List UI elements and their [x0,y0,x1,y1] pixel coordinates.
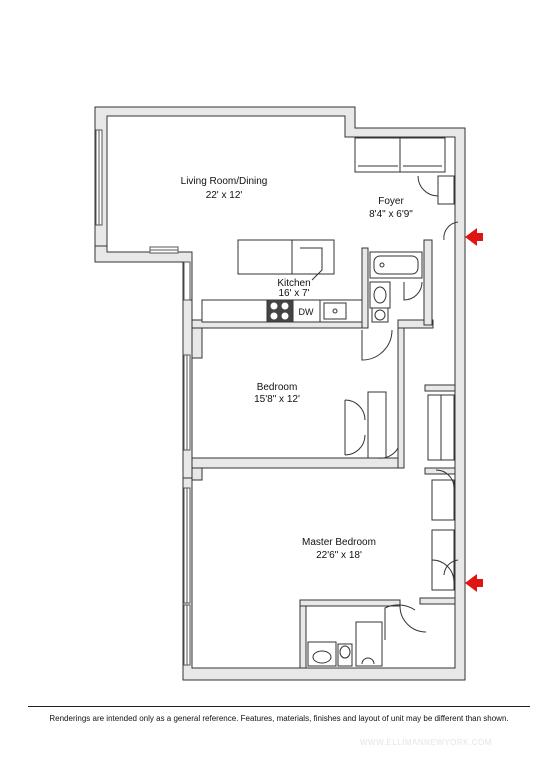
bedroom-size: 15'8" x 12' [254,394,300,405]
entry-arrow-master [465,574,483,592]
interior-walls [191,239,456,669]
bathroom-1 [369,251,423,323]
watermark-text: WWW.ELLIMANNEWYORK.COM [360,738,492,747]
windows [95,129,191,666]
kitchen-name: Kitchen [277,278,310,289]
bedroom-closet [344,329,399,459]
floor-plan: Living Room/Dining 22' x 12' Foyer 8'4" … [94,106,483,681]
entry-arrow-foyer [465,228,483,246]
foyer-name: Foyer [378,196,404,207]
foyer-closets [354,137,455,205]
bedroom-name: Bedroom [257,382,298,393]
foyer-size: 8'4" x 6'9" [369,209,413,220]
kitchen-counters [201,239,363,323]
dishwasher-label: DW [299,307,314,317]
divider-line [28,706,530,707]
entry-arrows [465,228,483,592]
master-bedroom-size: 22'6" x 18' [316,550,362,561]
hallway-closets [427,221,459,591]
kitchen-size: 16' x 7' [278,288,309,299]
disclaimer-text: Renderings are intended only as a genera… [49,714,509,723]
master-bedroom-name: Master Bedroom [302,537,376,548]
living-room-size: 22' x 12' [206,190,243,201]
master-bathroom [307,604,427,667]
living-room-name: Living Room/Dining [181,176,268,187]
